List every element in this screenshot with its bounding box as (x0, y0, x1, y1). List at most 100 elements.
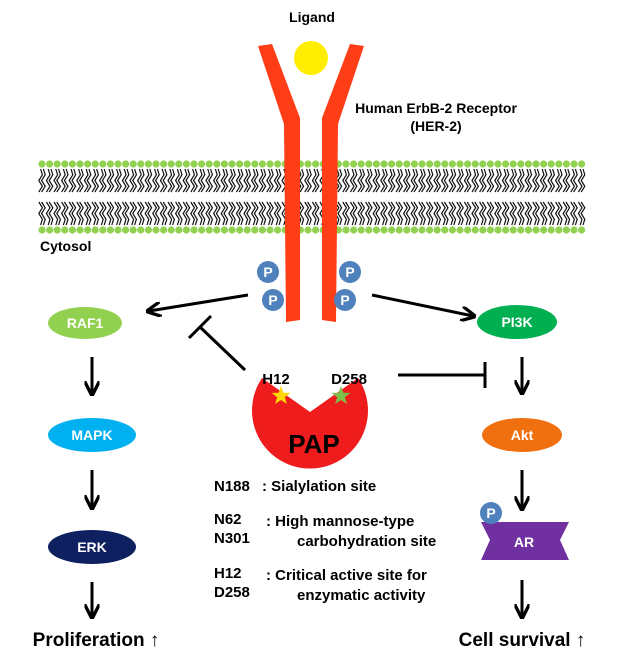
pap-site-d258: D258 (331, 371, 367, 388)
lipid-tail (357, 168, 363, 193)
lipid-tail (539, 168, 545, 193)
lipid-head (190, 160, 198, 168)
lipid-tail (364, 168, 370, 193)
lipid-tail (109, 201, 115, 226)
lipid-tail (114, 168, 120, 193)
lipid-tail (136, 168, 142, 193)
lipid-tail (481, 201, 487, 226)
lipid-head (129, 160, 137, 168)
lipid-tail (554, 201, 560, 226)
cell-survival-outcome: Cell survival ↑ (459, 630, 586, 651)
lipid-tail (56, 201, 62, 226)
lipid-tail (489, 201, 495, 226)
lipid-tail (56, 168, 62, 193)
lipid-head (236, 226, 244, 234)
legend-row2-code2: N301 (214, 530, 250, 547)
lipid-tail (132, 168, 138, 193)
lipid-tail (215, 201, 221, 226)
lipid-head (562, 160, 571, 168)
lipid-head (243, 160, 251, 168)
lipid-head (403, 160, 411, 168)
lipid-head (68, 160, 76, 168)
lipid-tail (243, 168, 249, 193)
lipid-tail (185, 201, 191, 226)
lipid-head (53, 226, 61, 234)
lipid-tail (547, 168, 553, 193)
lipid-head (471, 226, 479, 234)
lipid-tail (228, 168, 234, 193)
lipid-head (304, 226, 312, 234)
lipid-tail (101, 168, 107, 193)
lipid-tail (352, 168, 358, 193)
lipid-tail (258, 201, 264, 226)
lipid-tail (83, 201, 89, 226)
lipid-head (175, 226, 183, 234)
lipid-tail (565, 201, 571, 226)
lipid-head (160, 226, 168, 234)
lipid-head (175, 160, 183, 168)
lipid-tail (486, 201, 492, 226)
lipid-tail (94, 201, 100, 226)
star-icon (271, 386, 291, 404)
lipid-tail (418, 168, 424, 193)
lipid-tail (190, 201, 196, 226)
lipid-tail (547, 201, 553, 226)
lipid-head (464, 160, 472, 168)
lipid-head (122, 160, 130, 168)
lipid-tail (106, 201, 112, 226)
lipid-tail (405, 168, 411, 193)
lipid-tail (425, 201, 431, 226)
lipid-tail (565, 168, 571, 193)
legend-row3-desc1: : Critical active site for (266, 567, 427, 584)
lipid-tail (45, 168, 51, 193)
lipid-tail (580, 168, 586, 193)
lipid-tail (349, 201, 355, 226)
lipid-head (517, 160, 525, 168)
lipid-tail (109, 168, 115, 193)
lipid-tail (496, 168, 502, 193)
legend-row3-desc2: enzymatic activity (297, 587, 426, 604)
lipid-tail (433, 201, 439, 226)
lipid-tail (504, 168, 510, 193)
lipid-tail (268, 168, 274, 193)
lipid-tail (266, 168, 272, 193)
lipid-tail (344, 168, 350, 193)
lipid-tail (228, 201, 234, 226)
lipid-head (144, 226, 152, 234)
lipid-tail (124, 201, 130, 226)
lipid-tail (197, 201, 203, 226)
lipid-head (152, 226, 160, 234)
lipid-tail (205, 201, 211, 226)
lipid-head (479, 160, 487, 168)
lipid-tail (451, 201, 457, 226)
lipid-tail (532, 201, 538, 226)
lipid-tail (167, 201, 173, 226)
lipid-tail (258, 168, 264, 193)
lipid-head (456, 160, 464, 168)
lipid-tail (147, 201, 153, 226)
lipid-head (418, 226, 426, 234)
lipid-tail (456, 201, 462, 226)
lipid-head (524, 160, 533, 168)
lipid-tail (524, 201, 530, 226)
lipid-tail (116, 168, 122, 193)
lipid-head (479, 226, 487, 234)
lipid-head (205, 226, 213, 234)
lipid-head (258, 226, 266, 234)
lipid-head (555, 226, 563, 234)
lipid-tail (86, 201, 92, 226)
lipid-tail (428, 168, 434, 193)
lipid-tail (337, 168, 343, 193)
lipid-tail (139, 201, 145, 226)
legend-row1-code: N188 (214, 478, 250, 495)
lipid-tail (40, 168, 46, 193)
lipid-head (433, 226, 441, 234)
phospho-letter: P (263, 264, 272, 280)
lipid-head (53, 160, 61, 168)
lipid-head (448, 226, 456, 234)
lipid-tail (387, 201, 393, 226)
lipid-head (471, 160, 479, 168)
lipid-tail (360, 168, 366, 193)
ligand-label: Ligand (289, 9, 335, 25)
lipid-head (532, 160, 540, 168)
